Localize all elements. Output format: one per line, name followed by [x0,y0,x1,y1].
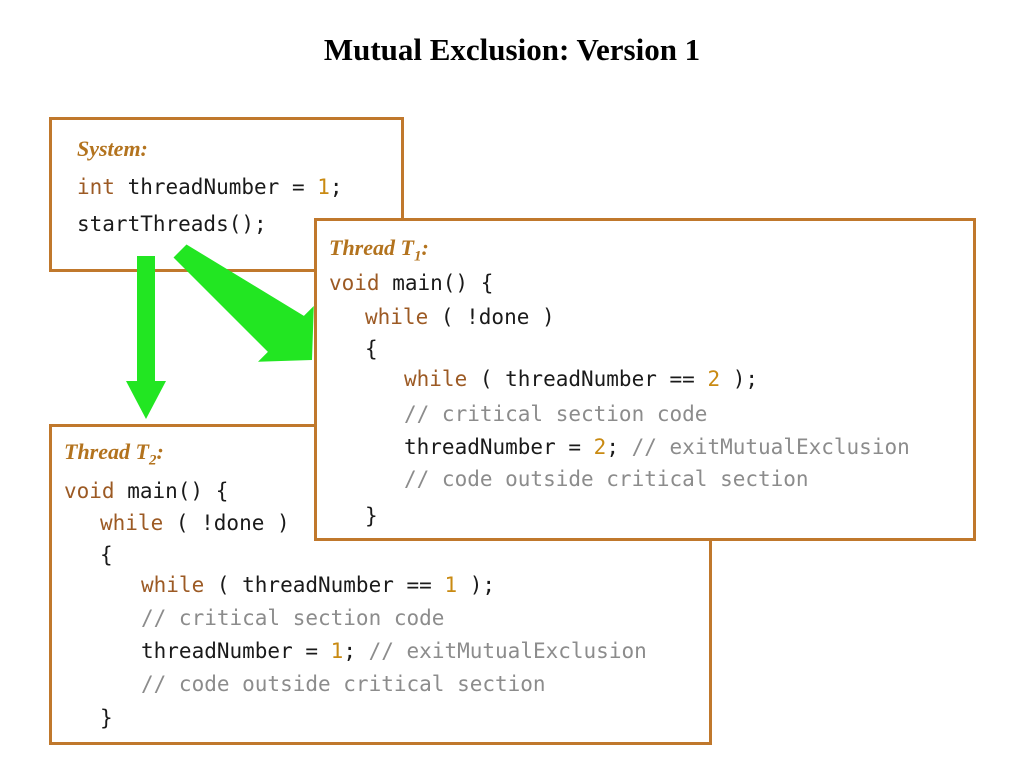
declare-number: 1 [317,175,330,199]
system-line-start: startThreads(); [77,212,267,236]
void-keyword: void [329,271,380,295]
header-suffix: : [156,439,164,464]
assign-semicolon: ; [606,435,619,459]
assign-number: 2 [593,435,607,459]
t2-line-critical-comment: // critical section code [141,606,445,630]
declare-end: ; [329,175,343,199]
assign-number: 1 [330,639,344,663]
busy-wait-condition: ( threadNumber == [204,573,445,597]
while-keyword: while [141,573,205,597]
t1-line-brace-close: } [365,504,378,528]
assign-var: threadNumber = [404,435,594,459]
header-suffix: : [421,235,429,260]
while-keyword: while [365,305,429,329]
thread-t2-header: Thread T2: [64,439,164,469]
header-prefix: Thread T [329,235,414,260]
t2-line-assign: threadNumber = 1; // exitMutualExclusion [141,639,647,663]
assign-comment: // exitMutualExclusion [355,639,647,663]
while-condition: ( !done ) [428,305,555,329]
t2-line-outer-while: while ( !done ) [100,511,290,535]
t2-line-brace-close: } [100,706,113,730]
main-signature: main() { [379,271,494,295]
assign-semicolon: ; [343,639,356,663]
while-condition: ( !done ) [163,511,290,535]
t1-line-busy-wait: while ( threadNumber == 2 ); [404,367,758,391]
assign-comment: // exitMutualExclusion [618,435,910,459]
busy-wait-end: ); [457,573,496,597]
arrow-down-to-t2 [126,256,166,419]
t1-line-outside-comment: // code outside critical section [404,467,809,491]
while-keyword: while [404,367,468,391]
t1-line-critical-comment: // critical section code [404,402,708,426]
thread-t1-box: Thread T1: void main() { while ( !done )… [314,218,976,541]
t1-line-assign: threadNumber = 2; // exitMutualExclusion [404,435,910,459]
type-keyword: int [77,175,115,199]
assign-var: threadNumber = [141,639,331,663]
busy-wait-number: 2 [707,367,721,391]
system-header: System: [77,136,148,161]
busy-wait-number: 1 [444,573,458,597]
header-sub: 1 [413,248,422,265]
header-prefix: Thread T [64,439,149,464]
t2-line-busy-wait: while ( threadNumber == 1 ); [141,573,495,597]
arrow-diagonal-to-t1 [173,244,314,362]
header-sub: 2 [148,452,157,469]
system-box: System: int threadNumber = 1; startThrea… [49,117,404,272]
declare-var: threadNumber = [114,175,318,199]
t2-line-brace-open: { [100,543,113,567]
void-keyword: void [64,479,115,503]
t1-line-main: void main() { [329,271,493,295]
slide-title: Mutual Exclusion: Version 1 [323,32,701,67]
t2-line-main: void main() { [64,479,228,503]
busy-wait-end: ); [720,367,759,391]
while-keyword: while [100,511,164,535]
main-signature: main() { [114,479,229,503]
t1-line-outer-while: while ( !done ) [365,305,555,329]
system-line-declare: int threadNumber = 1; [77,175,343,199]
busy-wait-condition: ( threadNumber == [467,367,708,391]
t2-line-outside-comment: // code outside critical section [141,672,546,696]
t1-line-brace-open: { [365,337,378,361]
thread-t1-header: Thread T1: [329,235,429,265]
